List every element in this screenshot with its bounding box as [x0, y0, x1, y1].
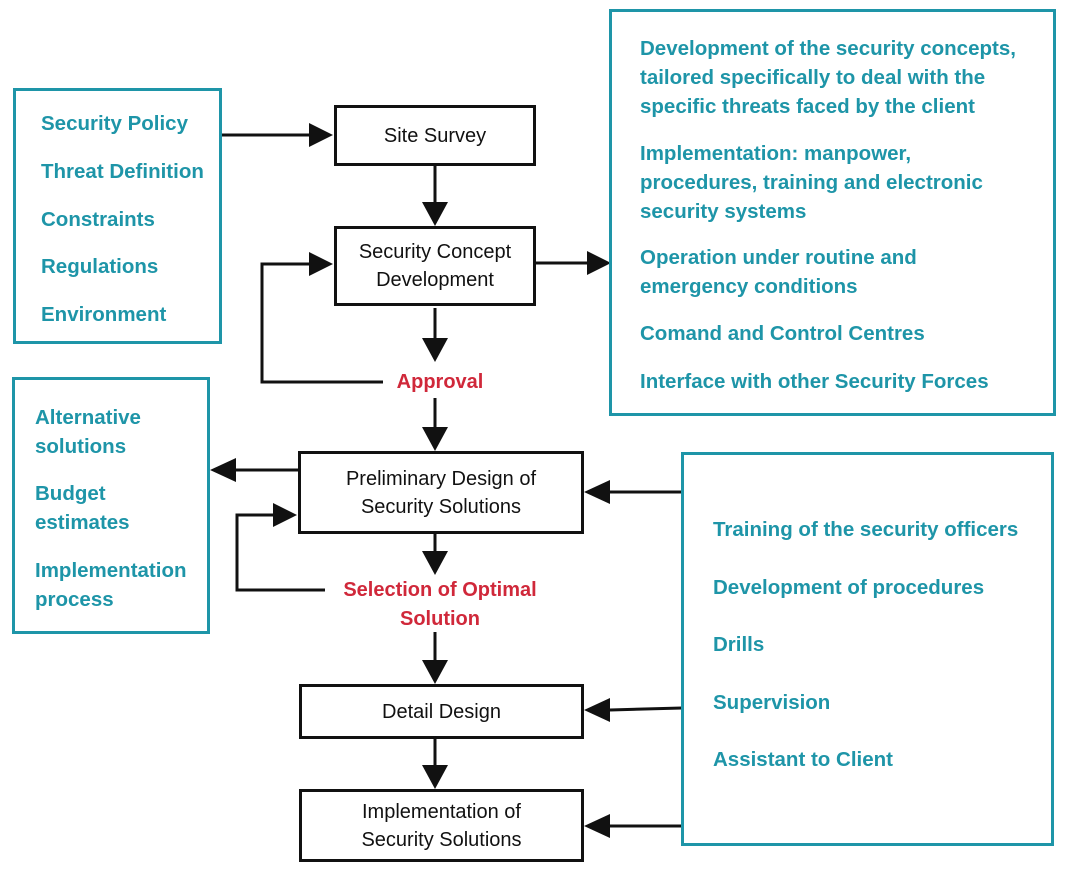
arrowhead-into-selection [422, 551, 448, 575]
inputs-item: Threat Definition [41, 160, 204, 183]
inputs-box: Security Policy Threat Definition Constr… [13, 88, 222, 344]
detail-design-label: Detail Design [382, 700, 501, 723]
line-selection-loop [235, 513, 325, 592]
support-box: Training of the security officers Develo… [681, 452, 1054, 846]
site-survey-box: Site Survey [334, 105, 536, 166]
preliminary-design-label: Preliminary Design of Security Solutions [345, 467, 537, 518]
implementation-label: Implementation of Security Solutions [361, 800, 522, 851]
arrowhead-into-preliminary [422, 427, 448, 451]
detail-design-box: Detail Design [299, 684, 584, 739]
arrowhead-into-survey [309, 123, 333, 147]
arrowhead-loop-into-concept [309, 252, 333, 276]
support-item: Drills [713, 633, 765, 656]
concept-detail-item: Implementation: manpower, procedures, tr… [640, 142, 983, 223]
site-survey-label: Site Survey [383, 124, 487, 147]
concept-development-box: Security Concept Development [334, 226, 536, 306]
support-item: Training of the security officers [713, 518, 1019, 541]
concept-details-box: Development of the security concepts, ta… [609, 9, 1056, 416]
arrowhead-support-into-implementation [584, 814, 610, 838]
arrowhead-support-into-detail [584, 698, 610, 722]
line-approval-loop [260, 262, 383, 384]
inputs-item: Constraints [41, 208, 155, 231]
preliminary-design-box: Preliminary Design of Security Solutions [298, 451, 584, 534]
support-item: Supervision [713, 691, 831, 714]
inputs-item: Environment [41, 303, 167, 326]
design-output-item: Budget estimates [35, 482, 130, 534]
concept-detail-item: Operation under routine and emergency co… [640, 246, 917, 298]
design-outputs-box: Alternative solutions Budget estimates I… [12, 377, 210, 634]
concept-development-label: Security Concept Development [358, 241, 512, 291]
arrowhead-into-approval [422, 338, 448, 362]
design-output-item: Implementation process [35, 559, 187, 611]
support-item: Assistant to Client [713, 748, 893, 771]
support-item: Development of procedures [713, 576, 985, 599]
line-support-to-detail [609, 706, 683, 712]
arrowhead-loop-into-preliminary [273, 503, 297, 527]
design-output-item: Alternative solutions [35, 406, 141, 458]
arrowhead-into-outputs [210, 458, 236, 482]
concept-detail-item: Interface with other Security Forces [640, 370, 989, 393]
concept-detail-item: Comand and Control Centres [640, 322, 925, 345]
inputs-item: Regulations [41, 255, 159, 278]
implementation-box: Implementation of Security Solutions [299, 789, 584, 862]
arrowhead-into-concept [422, 202, 448, 226]
arrowhead-into-details [587, 251, 611, 275]
approval-label: Approval [396, 371, 484, 393]
concept-detail-item: Development of the security concepts, ta… [640, 37, 1016, 118]
arrowhead-into-implementation [422, 765, 448, 789]
arrowhead-support-into-preliminary [584, 480, 610, 504]
selection-label: Selection of Optimal Solution [343, 579, 537, 630]
arrowhead-into-detail [422, 660, 448, 684]
inputs-item: Security Policy [41, 112, 188, 135]
